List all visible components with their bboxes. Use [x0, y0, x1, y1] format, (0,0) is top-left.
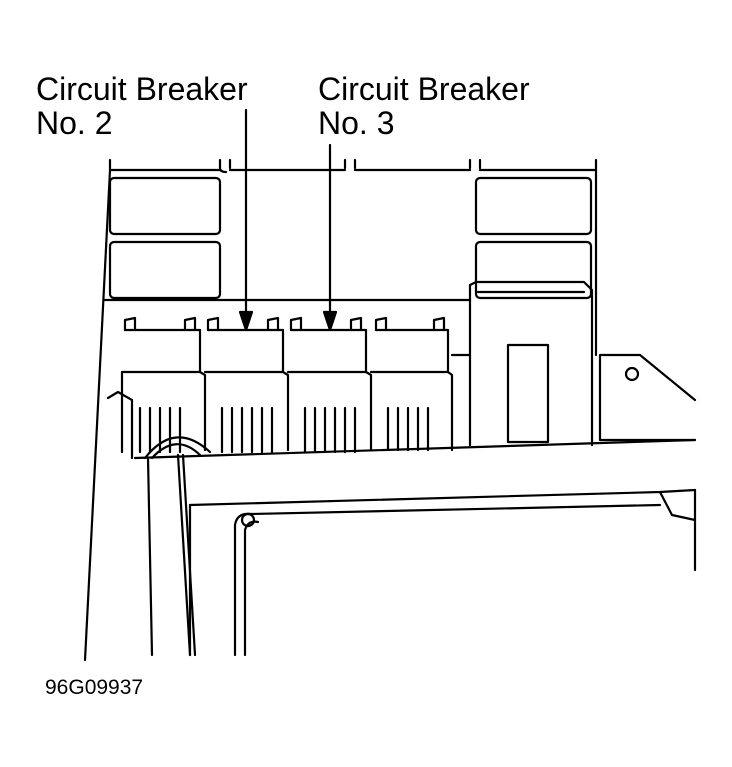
leader-arrow-breaker-2: [238, 108, 254, 332]
leader-arrow-breaker-3: [322, 143, 338, 332]
mounting-bracket: [598, 353, 697, 442]
breaker-module-3: [286, 316, 373, 454]
inner-tray: [233, 503, 662, 657]
cable-grommet: [143, 436, 212, 657]
side-clip: [106, 390, 134, 460]
circuit-breaker-3-title: Circuit Breaker: [318, 71, 530, 107]
figure-id: 96G09937: [45, 676, 144, 699]
fuse-cells-left: [108, 176, 222, 300]
circuit-breaker-2-title: Circuit Breaker: [36, 71, 248, 107]
breaker-module-2: [203, 316, 290, 454]
circuit-breaker-3-number: No. 3: [318, 105, 395, 141]
fuse-box-housing: [83, 158, 598, 662]
relay-block: [468, 280, 594, 447]
circuit-breaker-2-label: Circuit Breaker No. 2: [36, 72, 248, 140]
fuse-cells-right: [474, 176, 593, 300]
breaker-module-1: [120, 316, 207, 454]
circuit-breaker-2-number: No. 2: [36, 105, 113, 141]
circuit-breaker-3-label: Circuit Breaker No. 3: [318, 72, 530, 140]
breaker-module-4: [369, 316, 472, 452]
base-rail: [133, 438, 697, 657]
